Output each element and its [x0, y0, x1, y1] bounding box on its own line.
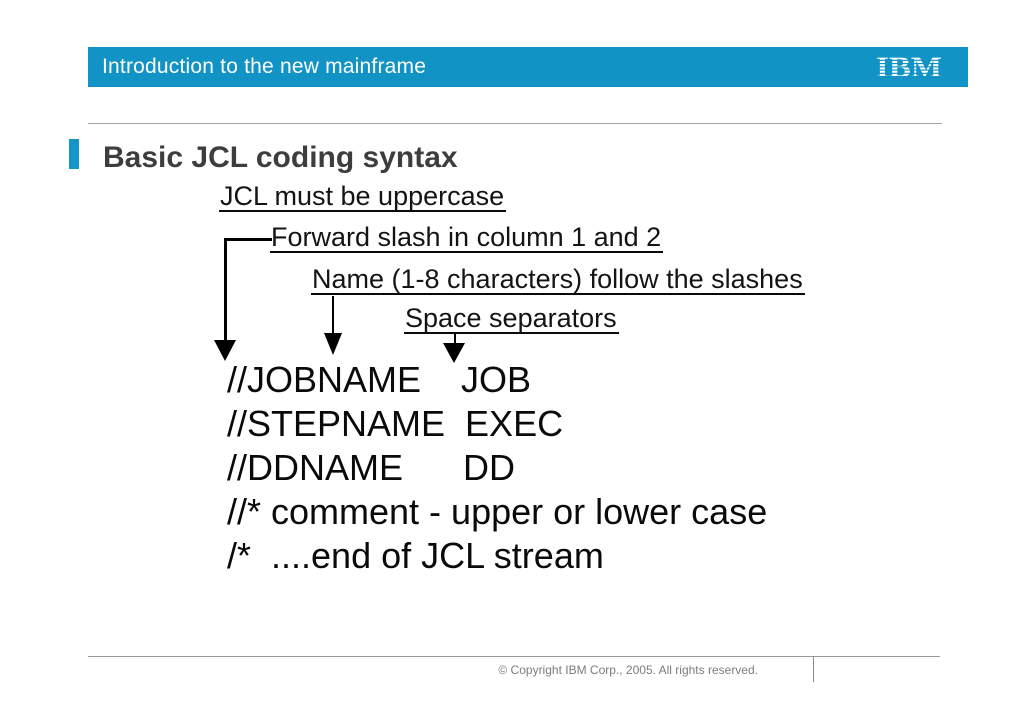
- course-title: Introduction to the new mainframe: [102, 55, 427, 78]
- page-title: Basic JCL coding syntax: [103, 141, 458, 174]
- arrow-head-slashes-icon: [214, 340, 236, 361]
- elbow-connector-line: [224, 238, 272, 241]
- jcl-code-block: //JOBNAME JOB //STEPNAME EXEC //DDNAME D…: [227, 358, 767, 578]
- annotation-forward-slash: Forward slash in column 1 and 2: [270, 222, 664, 253]
- code-line-jobname: //JOBNAME JOB: [227, 359, 532, 400]
- footer-tick-mark: [813, 656, 814, 682]
- annotation-name-chars: Name (1-8 characters) follow the slashes: [311, 264, 805, 295]
- copyright-notice: © Copyright IBM Corp., 2005. All rights …: [498, 663, 758, 677]
- arrow-stem-name: [332, 296, 334, 334]
- arrow-head-space-icon: [443, 343, 465, 363]
- header-bar: Introduction to the new mainframe IB: [88, 47, 968, 87]
- footer-divider: [88, 656, 940, 657]
- title-bullet: [69, 139, 79, 169]
- arrow-stem-slashes: [224, 238, 227, 341]
- arrow-head-name-icon: [324, 333, 342, 355]
- annotation-space-separators: Space separators: [404, 303, 619, 334]
- code-line-stepname: //STEPNAME EXEC: [227, 403, 564, 444]
- ibm-logo-text: IBM: [876, 54, 942, 80]
- code-line-comment: //* comment - upper or lower case: [227, 491, 768, 532]
- code-line-ddname: //DDNAME DD: [227, 447, 516, 488]
- ibm-logo-icon: IBM: [875, 51, 943, 84]
- arrow-stem-space: [454, 334, 456, 344]
- header-divider: [88, 123, 942, 124]
- annotation-uppercase: JCL must be uppercase: [219, 181, 507, 212]
- code-line-end-stream: /* ....end of JCL stream: [227, 535, 604, 576]
